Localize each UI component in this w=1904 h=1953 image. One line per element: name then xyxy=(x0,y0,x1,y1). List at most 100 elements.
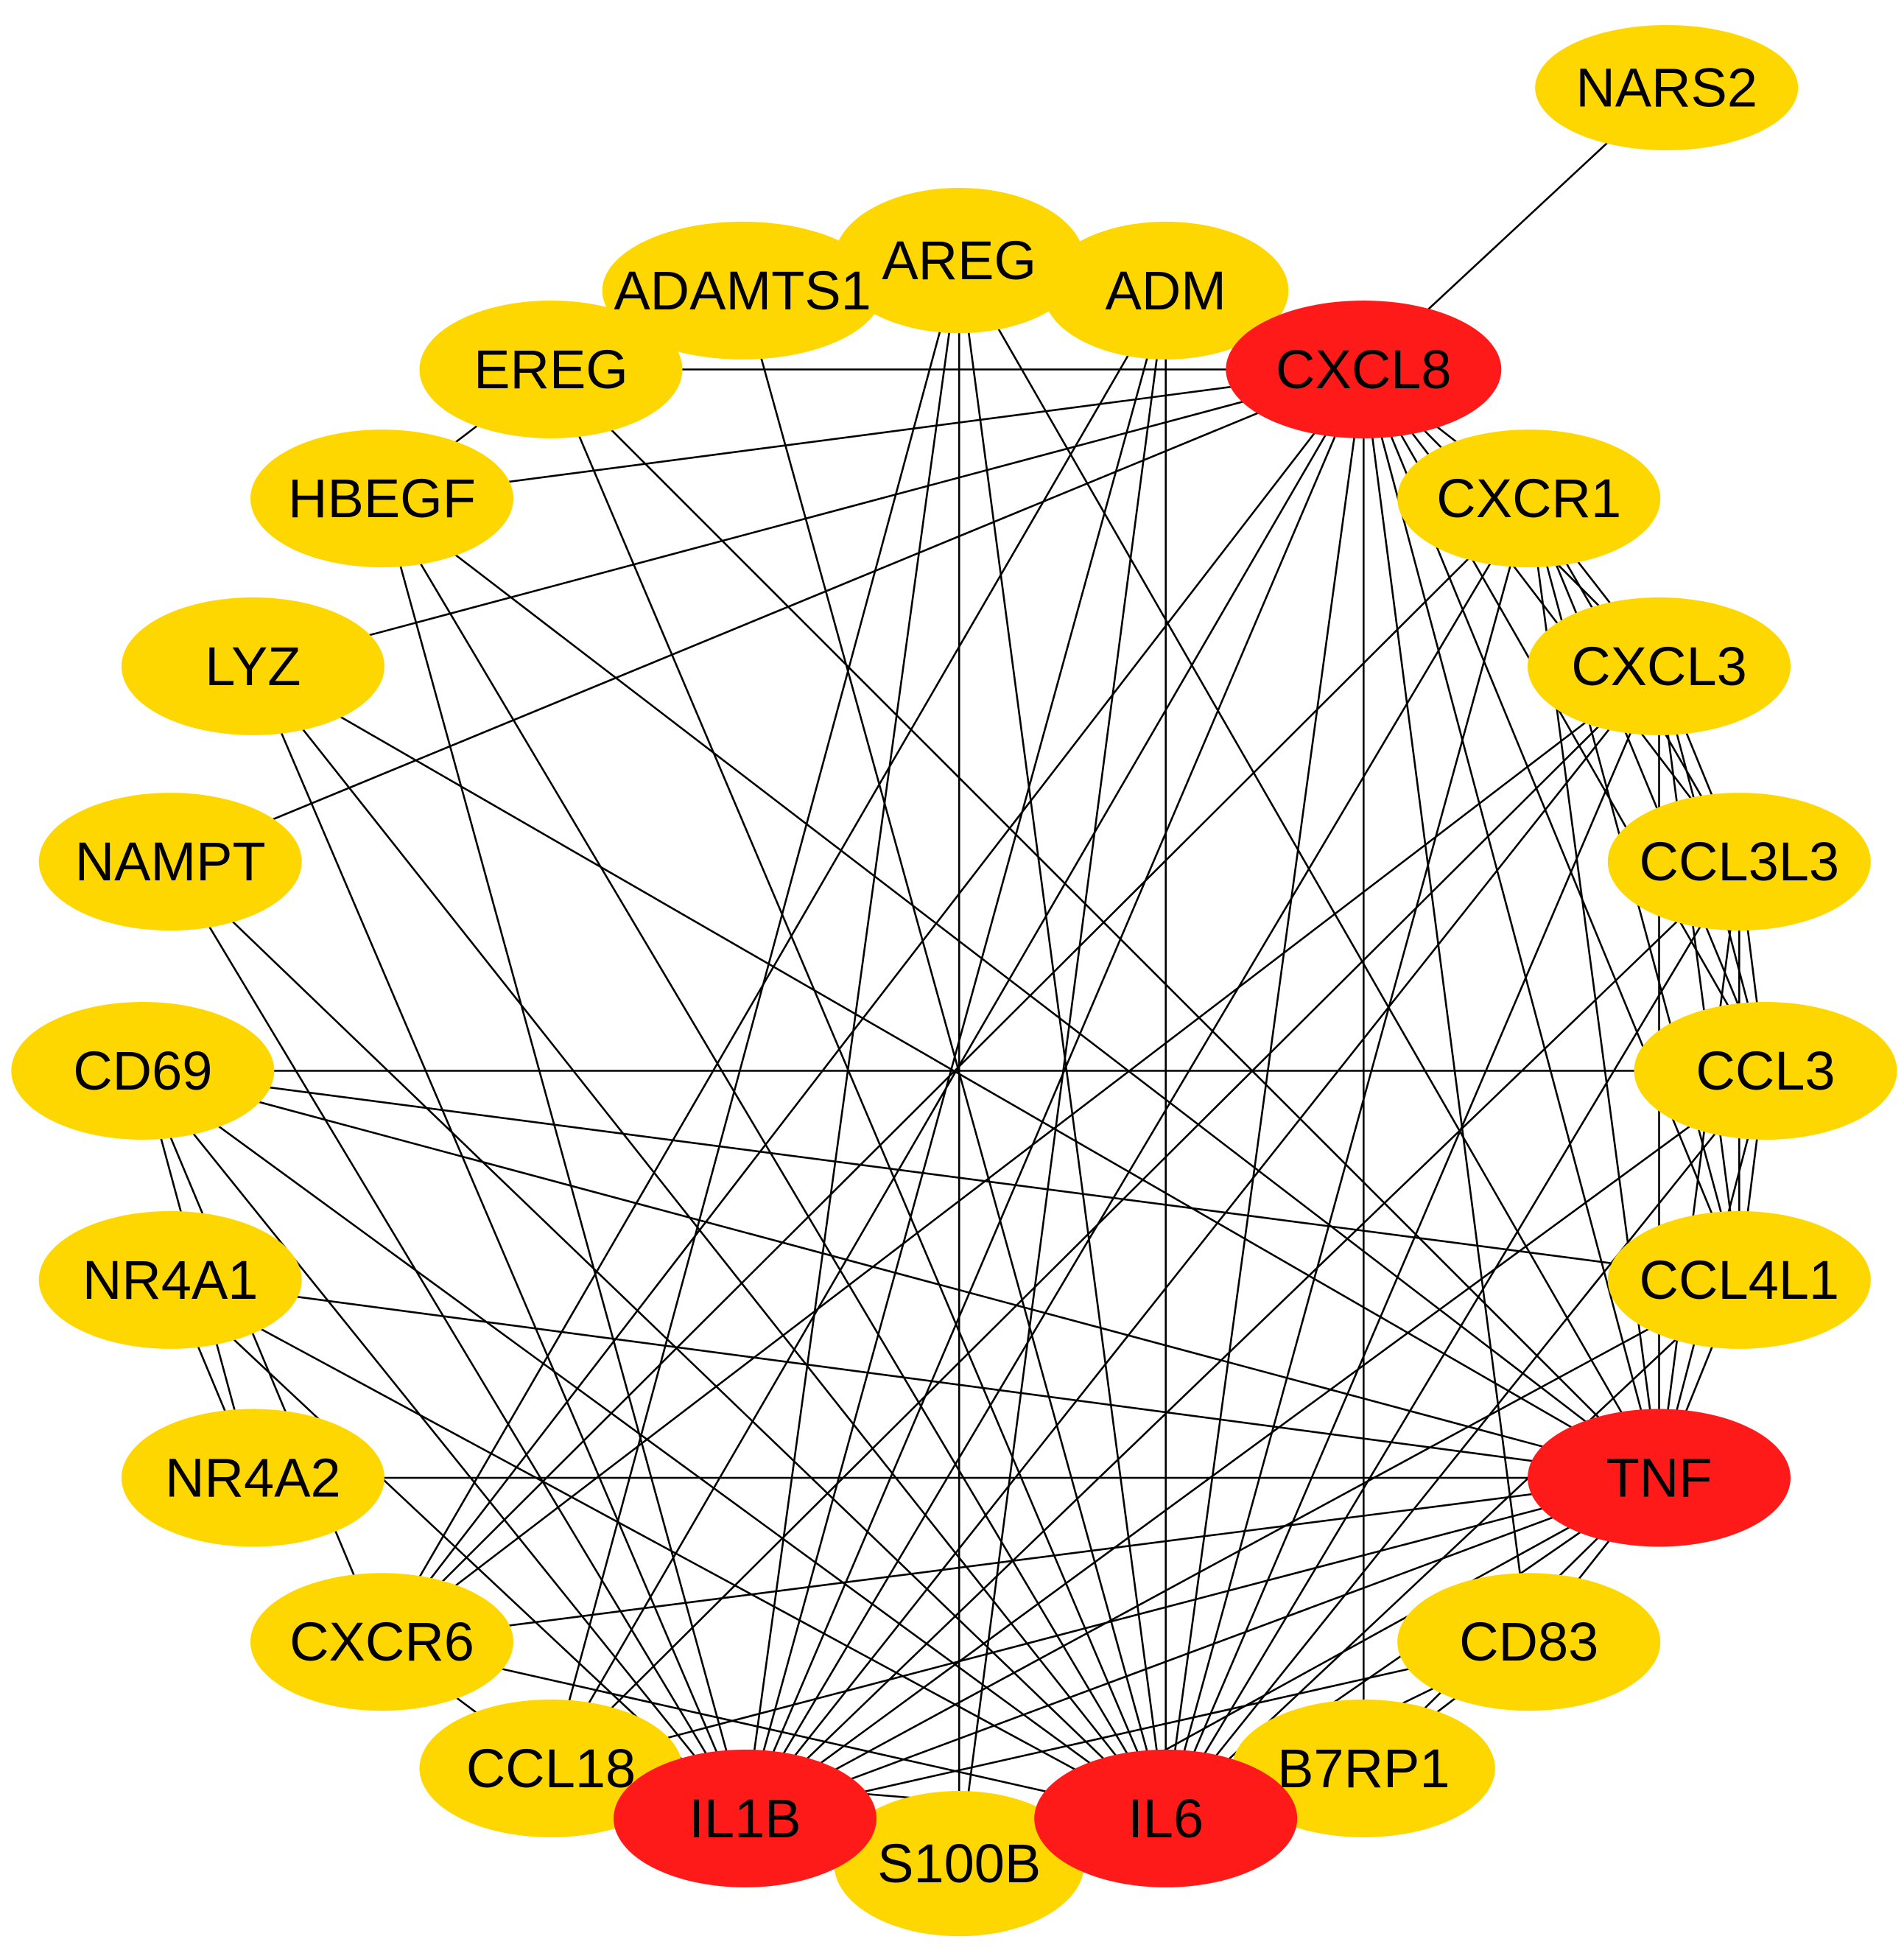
node-areg[interactable]: AREG xyxy=(834,188,1085,334)
node-ellipse[interactable] xyxy=(1634,1002,1897,1140)
node-label: TNF xyxy=(1606,1448,1712,1509)
node-ellipse[interactable] xyxy=(121,1409,384,1547)
node-ccl4l1[interactable]: CCL4L1 xyxy=(1607,1210,1871,1349)
edge-cxcl8-ccl3l3 xyxy=(1363,368,1740,863)
node-nr4a2[interactable]: NR4A2 xyxy=(121,1409,384,1547)
node-ellipse[interactable] xyxy=(38,793,302,931)
node-ellipse[interactable] xyxy=(419,1699,683,1837)
node-ellipse[interactable] xyxy=(1232,1699,1495,1837)
node-ellipse[interactable] xyxy=(1528,597,1791,735)
edge-il1b-adm xyxy=(744,290,1167,1819)
node-label: AREG xyxy=(882,230,1036,291)
edge-tnf-nr4a1 xyxy=(170,1279,1659,1479)
edge-cxcl8-tnf xyxy=(1363,369,1660,1479)
node-ccl3[interactable]: CCL3 xyxy=(1634,1002,1897,1140)
edge-tnf-cd69 xyxy=(142,1070,1659,1479)
edge-areg-ccl18 xyxy=(549,260,960,1769)
edge-cxcl8-hbegf xyxy=(382,368,1364,499)
node-ellipse[interactable] xyxy=(419,301,683,438)
node-nr4a1[interactable]: NR4A1 xyxy=(38,1210,302,1349)
node-label: CCL3L3 xyxy=(1640,831,1840,892)
edge-il1b-ccl3 xyxy=(744,1070,1766,1820)
edge-cxcr1-cxcr6 xyxy=(381,497,1530,1643)
edge-il6-nr4a1 xyxy=(169,1279,1167,1820)
edge-cxcr1-ccl3 xyxy=(1528,498,1767,1071)
node-ellipse[interactable] xyxy=(1043,221,1289,360)
edge-il1b-cd69 xyxy=(141,1070,746,1820)
node-adamts1[interactable]: ADAMTS1 xyxy=(602,221,883,360)
node-ellipse[interactable] xyxy=(1397,429,1661,568)
node-label: NARS2 xyxy=(1575,57,1757,119)
node-label: NR4A2 xyxy=(165,1448,341,1509)
node-il1b[interactable]: IL1B xyxy=(614,1749,877,1887)
node-ellipse[interactable] xyxy=(1034,1749,1298,1887)
node-ccl18[interactable]: CCL18 xyxy=(419,1699,683,1837)
edge-cxcl3-ccl4l1 xyxy=(1658,666,1740,1280)
edge-adm-cxcr6 xyxy=(381,290,1167,1643)
edge-il6-cxcr1 xyxy=(1164,498,1530,1819)
node-ellipse[interactable] xyxy=(11,1002,275,1140)
node-label: HBEGF xyxy=(288,468,476,529)
node-cxcl3[interactable]: CXCL3 xyxy=(1528,597,1791,735)
edge-il1b-cxcl3 xyxy=(744,665,1660,1820)
node-ellipse[interactable] xyxy=(1528,1409,1791,1547)
node-cxcr6[interactable]: CXCR6 xyxy=(250,1573,513,1711)
node-label: NAMPT xyxy=(75,831,266,892)
node-ellipse[interactable] xyxy=(1535,25,1799,150)
node-label: CD69 xyxy=(73,1040,212,1101)
node-ellipse[interactable] xyxy=(1397,1573,1661,1711)
node-label: LYZ xyxy=(205,636,301,697)
node-ellipse[interactable] xyxy=(250,1573,513,1711)
node-ellipse[interactable] xyxy=(38,1210,302,1349)
node-s100b[interactable]: S100B xyxy=(834,1791,1085,1937)
node-il6[interactable]: IL6 xyxy=(1034,1749,1298,1887)
edge-cd69-ccl4l1 xyxy=(142,1070,1740,1281)
node-label: ADM xyxy=(1105,260,1226,321)
node-adm[interactable]: ADM xyxy=(1043,221,1289,360)
node-ellipse[interactable] xyxy=(834,188,1085,334)
node-ccl3l3[interactable]: CCL3L3 xyxy=(1607,793,1871,931)
edge-cxcl3-cxcr6 xyxy=(381,665,1660,1643)
node-ellipse[interactable] xyxy=(1607,1210,1871,1349)
node-ellipse[interactable] xyxy=(250,429,513,568)
edge-tnf-ccl3l3 xyxy=(1658,861,1740,1479)
edge-cxcl8-il6 xyxy=(1164,369,1365,1819)
node-ellipse[interactable] xyxy=(834,1791,1085,1937)
node-cd69[interactable]: CD69 xyxy=(11,1002,275,1140)
edge-il6-lyz xyxy=(252,665,1167,1820)
edge-cd69-cxcr6 xyxy=(141,1070,383,1643)
node-cxcr1[interactable]: CXCR1 xyxy=(1397,429,1661,568)
edge-il1b-cd83 xyxy=(745,1641,1529,1820)
node-nampt[interactable]: NAMPT xyxy=(38,793,302,931)
node-tnf[interactable]: TNF xyxy=(1528,1409,1791,1547)
node-label: CXCR1 xyxy=(1436,468,1621,529)
node-label: CCL3 xyxy=(1696,1040,1835,1101)
node-hbegf[interactable]: HBEGF xyxy=(250,429,513,568)
node-ellipse[interactable] xyxy=(614,1749,877,1887)
node-ellipse[interactable] xyxy=(1226,301,1502,438)
node-label: CCL4L1 xyxy=(1640,1249,1840,1311)
node-label: ADAMTS1 xyxy=(614,260,871,321)
node-lyz[interactable]: LYZ xyxy=(121,597,384,735)
edge-tnf-ereg xyxy=(550,368,1660,1479)
node-ellipse[interactable] xyxy=(121,597,384,735)
node-label: IL6 xyxy=(1128,1788,1204,1849)
edge-tnf-areg xyxy=(958,259,1660,1479)
edge-il1b-ccl3l3 xyxy=(744,860,1740,1820)
edge-cxcl8-nampt xyxy=(169,368,1364,863)
node-ereg[interactable]: EREG xyxy=(419,301,683,438)
node-ellipse[interactable] xyxy=(1607,793,1871,931)
node-cd83[interactable]: CD83 xyxy=(1397,1573,1661,1711)
node-nars2[interactable]: NARS2 xyxy=(1535,25,1799,150)
edge-il6-nampt xyxy=(169,860,1167,1820)
edge-tnf-ccl18 xyxy=(550,1476,1659,1770)
edge-cxcl3-ccl18 xyxy=(550,665,1660,1770)
edge-il1b-ccl4l1 xyxy=(744,1279,1740,1820)
node-ellipse[interactable] xyxy=(602,221,883,360)
node-cxcl8[interactable]: CXCL8 xyxy=(1226,301,1502,438)
edge-cxcl8-lyz xyxy=(253,368,1364,667)
node-b7rp1[interactable]: B7RP1 xyxy=(1232,1699,1495,1837)
node-label: B7RP1 xyxy=(1277,1738,1450,1799)
node-label: CXCL8 xyxy=(1276,339,1452,400)
